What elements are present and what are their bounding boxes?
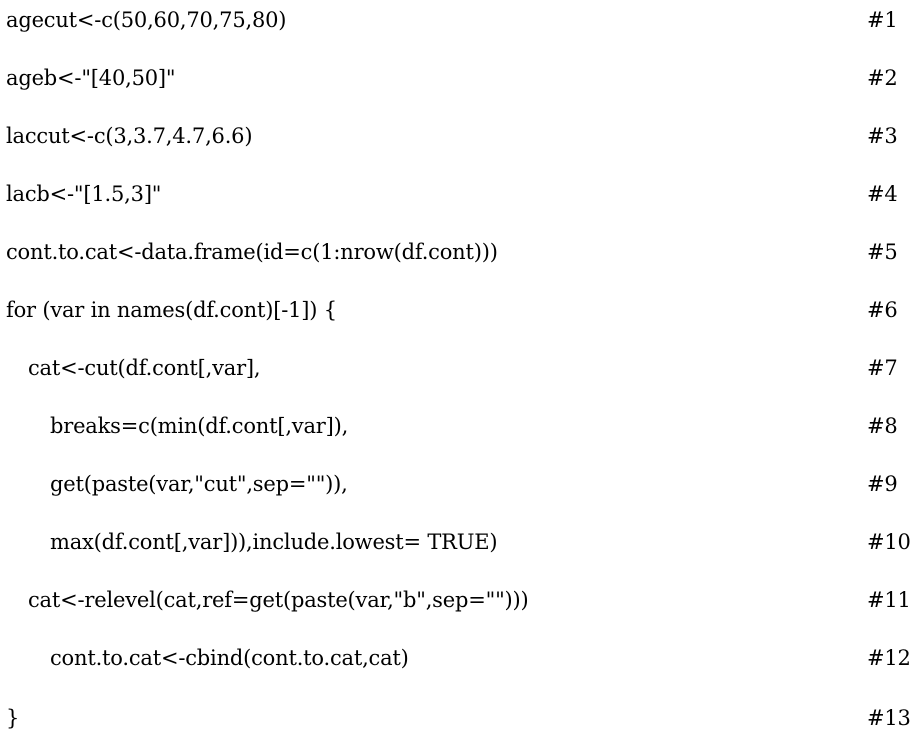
line-number: #4 [867, 182, 898, 206]
code-text: } [6, 706, 20, 730]
line-number: #3 [867, 124, 898, 148]
code-line-7: cat<-cut(df.cont[,var], #7 [0, 348, 919, 388]
code-text: cont.to.cat<-data.frame(id=c(1:nrow(df.c… [6, 240, 498, 264]
code-line-1: agecut<-c(50,60,70,75,80) #1 [0, 0, 919, 40]
line-number: #11 [867, 588, 911, 612]
code-line-8: breaks=c(min(df.cont[,var]), #8 [0, 406, 919, 446]
code-line-4: lacb<-"[1.5,3]" #4 [0, 174, 919, 214]
code-text: get(paste(var,"cut",sep="")), [50, 472, 348, 496]
code-line-12: cont.to.cat<-cbind(cont.to.cat,cat) #12 [0, 638, 919, 678]
code-line-10: max(df.cont[,var])),include.lowest= TRUE… [0, 522, 919, 562]
code-line-5: cont.to.cat<-data.frame(id=c(1:nrow(df.c… [0, 232, 919, 272]
line-number: #6 [867, 298, 898, 322]
code-text: ageb<-"[40,50]" [6, 66, 176, 90]
code-text: breaks=c(min(df.cont[,var]), [50, 414, 349, 438]
code-line-11: cat<-relevel(cat,ref=get(paste(var,"b",s… [0, 580, 919, 620]
code-text: cont.to.cat<-cbind(cont.to.cat,cat) [50, 646, 409, 670]
line-number: #2 [867, 66, 898, 90]
line-number: #12 [867, 646, 911, 670]
code-text: for (var in names(df.cont)[-1]) { [6, 298, 337, 322]
code-line-6: for (var in names(df.cont)[-1]) { #6 [0, 290, 919, 330]
line-number: #7 [867, 356, 898, 380]
code-text: max(df.cont[,var])),include.lowest= TRUE… [50, 530, 498, 554]
code-text: agecut<-c(50,60,70,75,80) [6, 8, 287, 32]
line-number: #10 [867, 530, 911, 554]
code-text: cat<-relevel(cat,ref=get(paste(var,"b",s… [28, 588, 529, 612]
code-line-3: laccut<-c(3,3.7,4.7,6.6) #3 [0, 116, 919, 156]
code-line-9: get(paste(var,"cut",sep="")), #9 [0, 464, 919, 504]
code-line-13: } #13 [0, 698, 919, 738]
line-number: #8 [867, 414, 898, 438]
code-line-2: ageb<-"[40,50]" #2 [0, 58, 919, 98]
code-text: cat<-cut(df.cont[,var], [28, 356, 261, 380]
line-number: #1 [867, 8, 898, 32]
line-number: #13 [867, 706, 911, 730]
code-text: lacb<-"[1.5,3]" [6, 182, 162, 206]
code-text: laccut<-c(3,3.7,4.7,6.6) [6, 124, 253, 148]
line-number: #9 [867, 472, 898, 496]
line-number: #5 [867, 240, 898, 264]
